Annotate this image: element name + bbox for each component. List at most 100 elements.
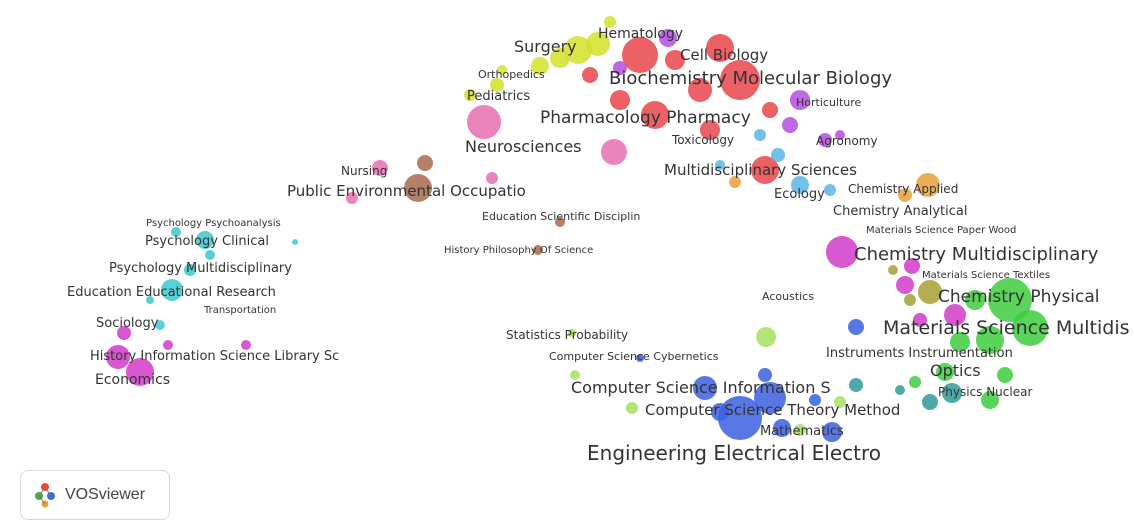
label-materials-science-paper-wood[interactable]: Materials Science Paper Wood xyxy=(866,225,1016,236)
network-node-lime-78[interactable] xyxy=(626,402,638,414)
network-node-yellow-7[interactable] xyxy=(497,65,507,75)
network-node-green-66[interactable] xyxy=(965,290,985,310)
network-node-teal-72[interactable] xyxy=(942,383,962,403)
network-node-red-18[interactable] xyxy=(582,67,598,83)
network-node-lightblue-37[interactable] xyxy=(791,176,809,194)
network-node-cyan-45[interactable] xyxy=(161,279,183,301)
label-computer-science-theory-method[interactable]: Computer Science Theory Method xyxy=(645,401,900,419)
network-node-purple-22[interactable] xyxy=(782,117,798,133)
label-instruments-instrumentation[interactable]: Instruments Instrumentation xyxy=(826,346,1013,361)
network-node-cyan-43[interactable] xyxy=(196,231,214,249)
label-psychology-psychoanalysis[interactable]: Psychology Psychoanalysis xyxy=(146,218,281,229)
network-node-magenta-53[interactable] xyxy=(163,340,173,350)
network-node-blue-90[interactable] xyxy=(809,394,821,406)
label-pharmacology-pharmacy[interactable]: Pharmacology Pharmacy xyxy=(540,108,751,128)
network-node-green-65[interactable] xyxy=(976,326,1004,354)
label-ecology[interactable]: Ecology xyxy=(774,187,825,202)
network-node-magenta-55[interactable] xyxy=(826,236,858,268)
network-node-green-68[interactable] xyxy=(936,363,954,381)
network-node-teal-74[interactable] xyxy=(895,385,905,395)
network-node-olive-62[interactable] xyxy=(888,265,898,275)
network-node-blue-83[interactable] xyxy=(754,382,786,414)
network-node-magenta-50[interactable] xyxy=(106,345,130,369)
network-node-green-63[interactable] xyxy=(988,278,1032,322)
label-neurosciences[interactable]: Neurosciences xyxy=(465,137,582,156)
network-node-green-64[interactable] xyxy=(1012,310,1048,346)
network-node-magenta-58[interactable] xyxy=(913,313,927,327)
network-node-purple-23[interactable] xyxy=(818,133,832,147)
network-node-lightblue-38[interactable] xyxy=(824,184,836,196)
label-education-educational-research[interactable]: Education Educational Research xyxy=(67,285,276,300)
network-node-yellow-1[interactable] xyxy=(564,36,592,64)
network-node-purple-21[interactable] xyxy=(790,90,810,110)
network-node-brown-33[interactable] xyxy=(533,245,543,255)
label-psychology-clinical[interactable]: Psychology Clinical xyxy=(145,234,269,249)
label-acoustics[interactable]: Acoustics xyxy=(762,290,814,303)
label-statistics-probability[interactable]: Statistics Probability xyxy=(506,328,628,342)
label-education-scientific-disciplin[interactable]: Education Scientific Disciplin xyxy=(482,210,640,223)
network-node-cyan-49[interactable] xyxy=(155,320,165,330)
label-optics[interactable]: Optics xyxy=(930,361,981,380)
network-node-olive-61[interactable] xyxy=(904,294,916,306)
label-toxicology[interactable]: Toxicology xyxy=(671,133,734,147)
network-node-yellow-2[interactable] xyxy=(550,48,570,68)
network-node-red-12[interactable] xyxy=(641,101,669,129)
network-node-yellow-5[interactable] xyxy=(464,89,476,101)
network-node-orange-39[interactable] xyxy=(916,173,940,197)
label-chemistry-physical[interactable]: Chemistry Physical xyxy=(938,287,1100,307)
label-materials-science-multidis[interactable]: Materials Science Multidis xyxy=(883,317,1130,339)
network-node-orange-41[interactable] xyxy=(729,176,741,188)
network-node-cyan-46[interactable] xyxy=(205,250,215,260)
network-node-red-14[interactable] xyxy=(762,102,778,118)
label-sociology[interactable]: Sociology xyxy=(96,316,159,331)
network-node-orange-40[interactable] xyxy=(898,188,912,202)
network-node-red-8[interactable] xyxy=(622,37,658,73)
network-node-pink-28[interactable] xyxy=(346,192,358,204)
network-node-pink-26[interactable] xyxy=(601,139,627,165)
network-node-red-16[interactable] xyxy=(751,156,779,184)
label-chemistry-applied[interactable]: Chemistry Applied xyxy=(848,182,958,196)
network-node-lime-77[interactable] xyxy=(570,370,580,380)
label-hematology[interactable]: Hematology xyxy=(598,26,683,42)
label-chemistry-analytical[interactable]: Chemistry Analytical xyxy=(833,204,967,219)
network-node-brown-31[interactable] xyxy=(417,155,433,171)
label-transportation[interactable]: Transportation xyxy=(203,305,276,316)
network-node-green-69[interactable] xyxy=(997,367,1013,383)
label-computer-science-information-s[interactable]: Computer Science Information S xyxy=(571,378,831,397)
label-biochemistry-molecular-biology[interactable]: Biochemistry Molecular Biology xyxy=(609,68,892,89)
network-node-cyan-44[interactable] xyxy=(184,264,196,276)
network-node-magenta-59[interactable] xyxy=(944,304,966,326)
network-node-purple-20[interactable] xyxy=(613,61,627,75)
network-node-red-10[interactable] xyxy=(720,60,760,100)
network-node-olive-60[interactable] xyxy=(918,280,942,304)
network-node-lightblue-34[interactable] xyxy=(754,129,766,141)
network-node-yellow-6[interactable] xyxy=(604,16,616,28)
network-node-purple-19[interactable] xyxy=(659,29,677,47)
network-node-brown-32[interactable] xyxy=(555,217,565,227)
label-chemistry-multidisciplinary[interactable]: Chemistry Multidisciplinary xyxy=(854,244,1099,265)
label-agronomy[interactable]: Agronomy xyxy=(816,134,878,148)
network-node-red-9[interactable] xyxy=(706,34,734,62)
network-node-green-67[interactable] xyxy=(950,332,970,352)
network-node-lime-79[interactable] xyxy=(834,396,846,408)
network-node-cyan-48[interactable] xyxy=(146,296,154,304)
label-psychology-multidisciplinary[interactable]: Psychology Multidisciplinary xyxy=(109,261,292,276)
network-node-lime-80[interactable] xyxy=(794,424,806,436)
network-node-blue-87[interactable] xyxy=(822,422,842,442)
network-node-purple-24[interactable] xyxy=(835,130,845,140)
network-node-lightblue-35[interactable] xyxy=(771,148,785,162)
label-orthopedics[interactable]: Orthopedics xyxy=(478,68,545,81)
network-node-pink-25[interactable] xyxy=(467,105,501,139)
network-node-pink-29[interactable] xyxy=(486,172,498,184)
network-node-red-17[interactable] xyxy=(665,50,685,70)
network-node-lime-81[interactable] xyxy=(568,329,576,337)
label-multidisciplinary-sciences[interactable]: Multidisciplinary Sciences xyxy=(664,161,857,179)
network-node-blue-91[interactable] xyxy=(758,368,772,382)
network-node-teal-73[interactable] xyxy=(922,394,938,410)
label-computer-science-cybernetics[interactable]: Computer Science Cybernetics xyxy=(549,350,719,363)
label-history-philosophy-of-science[interactable]: History Philosophy Of Science xyxy=(444,245,593,256)
label-nursing[interactable]: Nursing xyxy=(341,164,387,178)
network-node-yellow-4[interactable] xyxy=(490,78,504,92)
label-cell-biology[interactable]: Cell Biology xyxy=(680,46,768,64)
